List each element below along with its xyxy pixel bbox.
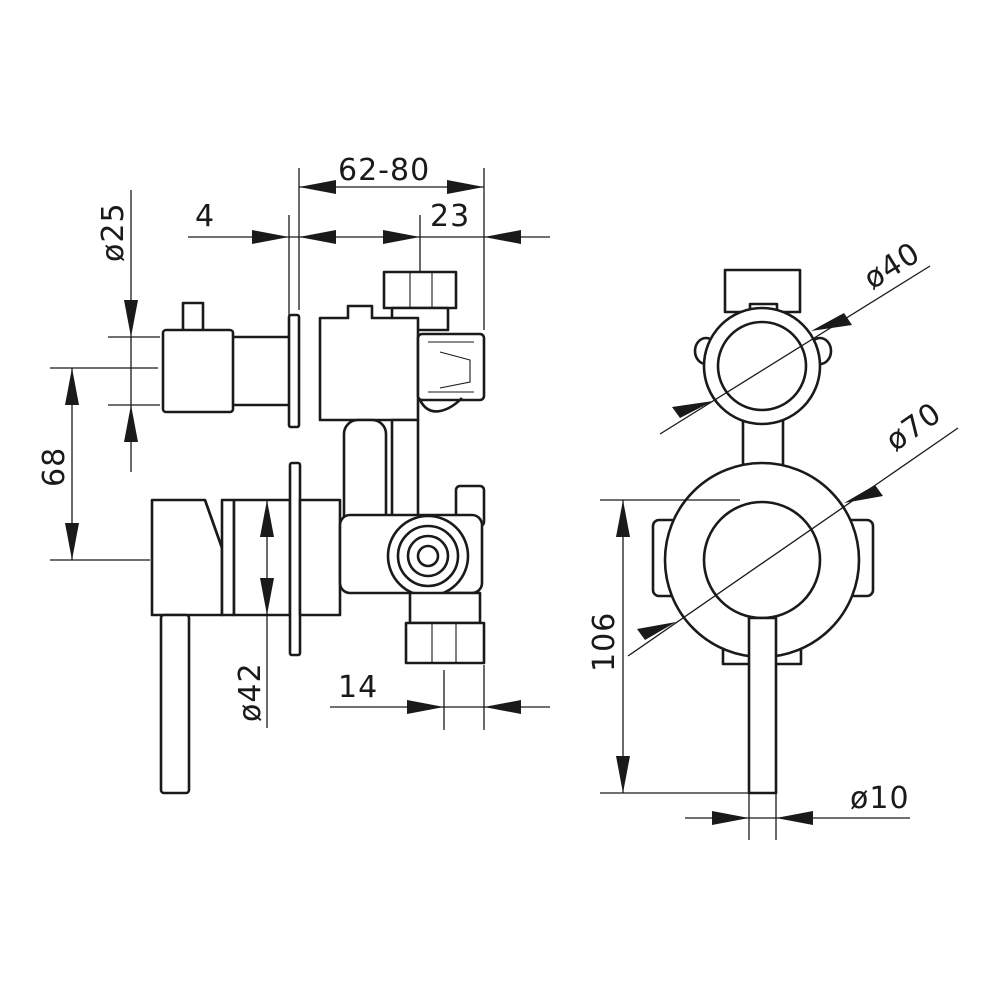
dimension-lines: 62-80 4 23 ø25 68 ø42 [37, 153, 959, 840]
dim-dia25-label: ø25 [96, 202, 131, 262]
valve-body [318, 270, 486, 665]
mixer-handle [150, 461, 342, 795]
dim-dia40-label: ø40 [858, 236, 927, 297]
front-cover-plate [663, 461, 861, 659]
dim-dia10-label: ø10 [850, 781, 910, 816]
front-lever [747, 616, 778, 795]
side-view [150, 270, 486, 795]
diverter-knob [161, 301, 301, 429]
dim-23-label: 23 [430, 199, 470, 234]
front-view [651, 268, 875, 795]
front-pipe-fitting [693, 268, 833, 472]
dim-106-label: 106 [587, 612, 622, 672]
dim-4-label: 4 [195, 199, 215, 234]
dim-62-80-label: 62-80 [338, 153, 430, 188]
dim-14-label: 14 [338, 670, 378, 705]
dim-dia70-label: ø70 [880, 396, 949, 459]
dim-68-label: 68 [37, 447, 72, 487]
dim-dia42-label: ø42 [233, 662, 268, 722]
